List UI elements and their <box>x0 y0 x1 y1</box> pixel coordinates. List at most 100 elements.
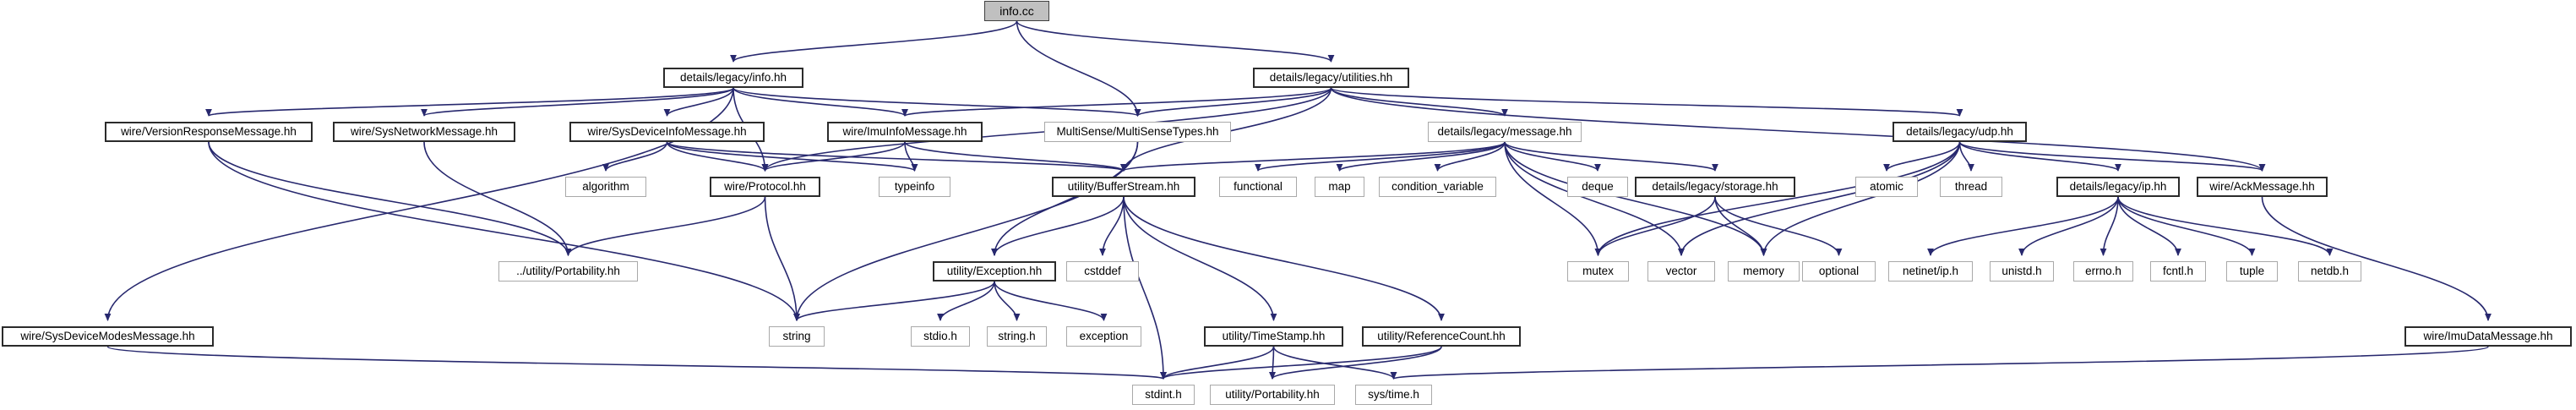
graph-node-imu-data-message[interactable]: wire/ImuDataMessage.hh <box>2404 326 2572 347</box>
graph-node-errno-h[interactable]: errno.h <box>2073 261 2133 282</box>
edge-legacy_storage_hh-to-memory <box>1714 196 1767 256</box>
edge-exception_hh-to-exception_std <box>994 281 1108 321</box>
graph-node-algorithm[interactable]: algorithm <box>565 177 646 197</box>
edge-legacy_message_hh-to-buffer_stream <box>1120 141 1506 172</box>
edge-legacy_udp_hh-to-legacy_ip_hh <box>1958 141 2121 172</box>
graph-node-legacy-ip-hh[interactable]: details/legacy/ip.hh <box>2056 177 2180 197</box>
edge-legacy_message_hh-to-legacy_storage_hh <box>1504 141 1718 172</box>
graph-node-cstddef[interactable]: cstddef <box>1066 261 1139 282</box>
edge-info_cc-to-legacy_info_hh <box>730 20 1018 63</box>
graph-node-string[interactable]: string <box>769 326 825 347</box>
graph-node-exception-hh[interactable]: utility/Exception.hh <box>933 261 1056 282</box>
edge-legacy_ip_hh-to-errno_h <box>2099 196 2119 256</box>
edge-exception_hh-to-stdio_h <box>937 281 995 321</box>
graph-node-reference-count-hh[interactable]: utility/ReferenceCount.hh <box>1362 326 1521 347</box>
edge-legacy_message_hh-to-memory <box>1504 141 1767 256</box>
graph-node-multisense-types[interactable]: MultiSense/MultiSenseTypes.hh <box>1044 122 1231 142</box>
edge-legacy_udp_hh-to-mutex <box>1594 141 1961 256</box>
graph-node-imu-info[interactable]: wire/ImuInfoMessage.hh <box>827 122 983 142</box>
edge-protocol_hh-to-portability_up <box>564 196 766 256</box>
edge-legacy_utilities_hh-to-ack_message <box>1330 87 2266 172</box>
edge-legacy_utilities_hh-to-imu_info <box>901 87 1332 117</box>
edge-timestamp_hh-to-sys_time_h <box>1272 346 1397 380</box>
edge-imu_data_message-to-sys_time_h <box>1391 346 2489 380</box>
edge-imu_info-to-buffer_stream <box>904 141 1127 172</box>
graph-node-ack-message[interactable]: wire/AckMessage.hh <box>2197 177 2328 197</box>
graph-node-string-h[interactable]: string.h <box>987 326 1047 347</box>
edge-legacy_utilities_hh-to-legacy_message_hh <box>1330 87 1508 117</box>
graph-node-timestamp-hh[interactable]: utility/TimeStamp.hh <box>1204 326 1343 347</box>
graph-node-sys-network[interactable]: wire/SysNetworkMessage.hh <box>333 122 515 142</box>
edge-exception_hh-to-string <box>793 281 995 321</box>
graph-node-legacy-message-hh[interactable]: details/legacy/message.hh <box>1428 122 1582 142</box>
edge-sys_device_info-to-algorithm <box>602 141 668 172</box>
edge-sys_device_info-to-typeinfo <box>666 141 918 172</box>
edge-info_cc-to-legacy_utilities_hh <box>1016 20 1335 63</box>
edge-legacy_message_hh-to-map <box>1336 141 1506 172</box>
graph-node-info-cc[interactable]: info.cc <box>984 1 1049 21</box>
graph-node-functional[interactable]: functional <box>1219 177 1297 197</box>
graph-node-tuple[interactable]: tuple <box>2226 261 2278 282</box>
graph-node-legacy-storage-hh[interactable]: details/legacy/storage.hh <box>1635 177 1795 197</box>
edge-legacy_storage_hh-to-mutex <box>1594 196 1716 256</box>
graph-node-sys-time-h[interactable]: sys/time.h <box>1355 385 1432 405</box>
graph-node-legacy-info-hh[interactable]: details/legacy/info.hh <box>663 68 803 88</box>
graph-node-netinet-ip-h[interactable]: netinet/ip.h <box>1888 261 1973 282</box>
graph-node-netdb-h[interactable]: netdb.h <box>2298 261 2361 282</box>
graph-node-mutex[interactable]: mutex <box>1567 261 1629 282</box>
graph-node-atomic[interactable]: atomic <box>1855 177 1918 197</box>
edge-legacy_message_hh-to-vector <box>1504 141 1685 256</box>
edge-ack_message-to-imu_data_message <box>2261 196 2492 321</box>
graph-node-optional[interactable]: optional <box>1802 261 1876 282</box>
graph-node-stdio-h[interactable]: stdio.h <box>911 326 970 347</box>
edge-timestamp_hh-to-utility_portability <box>1269 346 1276 380</box>
edge-legacy_info_hh-to-imu_info <box>732 87 908 117</box>
graph-node-deque[interactable]: deque <box>1567 177 1628 197</box>
edge-legacy_ip_hh-to-unistd_h <box>2018 196 2119 256</box>
graph-node-condition-variable[interactable]: condition_variable <box>1379 177 1496 197</box>
edge-imu_info-to-typeinfo <box>904 141 918 172</box>
graph-node-buffer-stream[interactable]: utility/BufferStream.hh <box>1052 177 1195 197</box>
edge-buffer_stream-to-cstddef <box>1099 196 1125 256</box>
graph-node-exception-std[interactable]: exception <box>1066 326 1141 347</box>
graph-node-legacy-utilities-hh[interactable]: details/legacy/utilities.hh <box>1253 68 1409 88</box>
edge-legacy_ip_hh-to-fcntl_h <box>2117 196 2181 256</box>
graph-node-thread[interactable]: thread <box>1940 177 2002 197</box>
graph-node-stdint-h[interactable]: stdint.h <box>1132 385 1195 405</box>
edge-legacy_udp_hh-to-memory <box>1760 141 1961 256</box>
graph-node-fcntl-h[interactable]: fcntl.h <box>2150 261 2206 282</box>
graph-node-portability-up[interactable]: ../utility/Portability.hh <box>498 261 638 282</box>
edge-legacy_udp_hh-to-atomic <box>1883 141 1961 172</box>
edge-legacy_message_hh-to-deque <box>1504 141 1601 172</box>
edge-legacy_info_hh-to-sys_network <box>421 87 734 117</box>
edge-buffer_stream-to-exception_hh <box>991 196 1125 256</box>
edge-legacy_ip_hh-to-tuple <box>2117 196 2256 256</box>
graph-node-vector[interactable]: vector <box>1647 261 1715 282</box>
graph-node-typeinfo[interactable]: typeinfo <box>879 177 950 197</box>
graph-node-map[interactable]: map <box>1315 177 1364 197</box>
edge-version_response-to-string <box>208 141 800 321</box>
edge-buffer_stream-to-reference_count_hh <box>1123 196 1445 321</box>
graph-node-sys-device-modes[interactable]: wire/SysDeviceModesMessage.hh <box>2 326 214 347</box>
graph-node-protocol-hh[interactable]: wire/Protocol.hh <box>710 177 820 197</box>
edge-exception_hh-to-string_h <box>994 281 1021 321</box>
edge-legacy_info_hh-to-sys_device_info <box>663 87 734 117</box>
graph-node-memory[interactable]: memory <box>1728 261 1800 282</box>
edge-info_cc-to-multisense_types <box>1016 20 1141 117</box>
edge-legacy_utilities_hh-to-multisense_types <box>1134 87 1332 117</box>
edge-legacy_udp_hh-to-ack_message <box>1958 141 2266 172</box>
edge-version_response-to-portability_up <box>208 141 572 256</box>
graph-node-utility-portability[interactable]: utility/Portability.hh <box>1210 385 1335 405</box>
graph-node-version-response[interactable]: wire/VersionResponseMessage.hh <box>105 122 313 142</box>
edge-buffer_stream-to-timestamp_hh <box>1123 196 1277 321</box>
edge-legacy_storage_hh-to-optional <box>1714 196 1843 256</box>
edge-sys_network-to-portability_up <box>423 141 572 256</box>
edge-sys_device_info-to-buffer_stream <box>666 141 1127 172</box>
edge-protocol_hh-to-string <box>764 196 800 321</box>
graph-node-unistd-h[interactable]: unistd.h <box>1990 261 2054 282</box>
edge-imu_info-to-protocol_hh <box>761 141 906 172</box>
graph-node-legacy-udp-hh[interactable]: details/legacy/udp.hh <box>1893 122 2027 142</box>
edge-legacy_info_hh-to-multisense_types <box>732 87 1141 117</box>
graph-node-sys-device-info[interactable]: wire/SysDeviceInfoMessage.hh <box>569 122 765 142</box>
